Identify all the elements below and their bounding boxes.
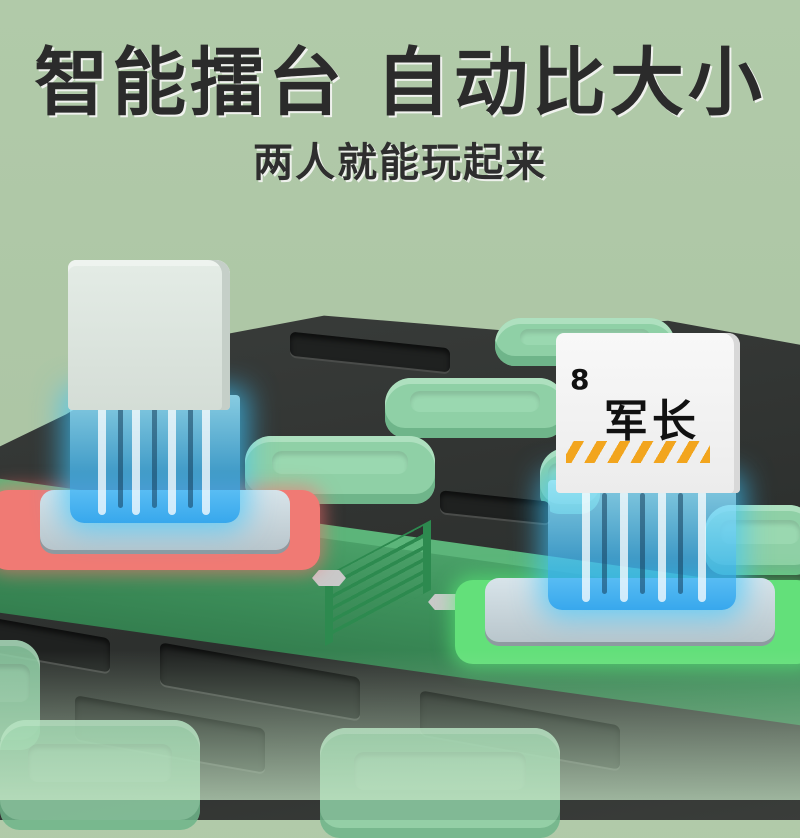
game-piece-revealed[interactable]: 8 军长: [556, 333, 740, 493]
hex-marker: [312, 570, 346, 586]
headline-subtitle: 两人就能玩起来: [253, 140, 547, 186]
headline-title: 智能擂台 自动比大小: [34, 40, 766, 126]
hex-marker: [428, 594, 462, 610]
warning-stripes: [566, 441, 710, 463]
glow-beam: [70, 395, 240, 523]
piece-rank: 军长: [604, 396, 700, 447]
glow-beam: [548, 480, 736, 610]
game-piece-hidden[interactable]: [68, 260, 230, 410]
bottom-fade: [0, 650, 800, 800]
board-slot: [385, 378, 565, 438]
piece-number: 8: [570, 363, 590, 396]
